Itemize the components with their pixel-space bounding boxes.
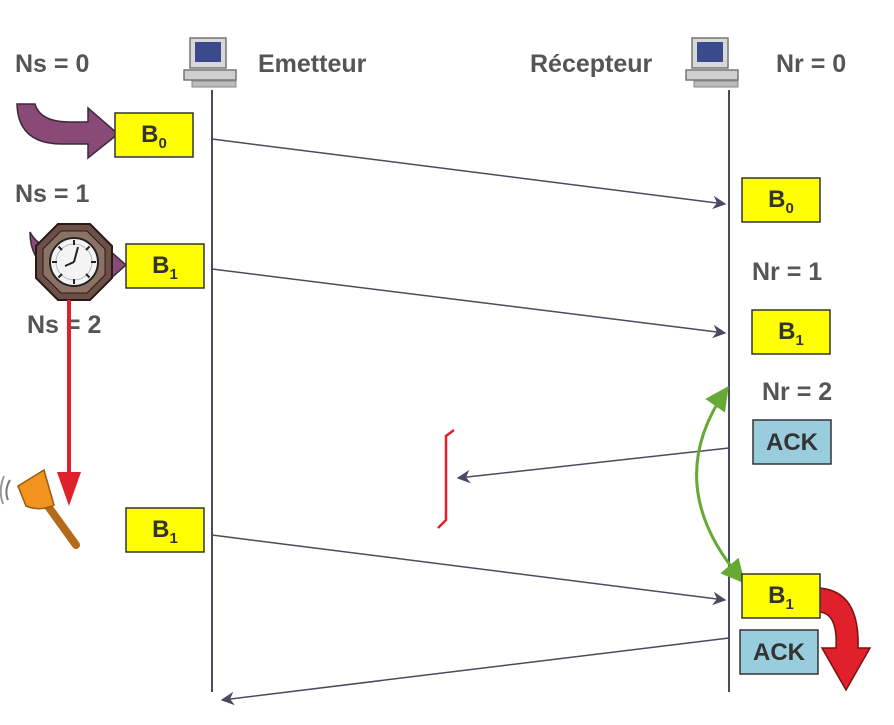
svg-text:B1: B1	[152, 516, 178, 547]
receiver-title: Récepteur	[530, 50, 653, 78]
ns-counter-2: Ns = 2	[27, 311, 101, 339]
svg-text:B0: B0	[141, 121, 167, 152]
svg-text:ACK: ACK	[753, 639, 806, 666]
sender-title: Emetteur	[258, 50, 367, 78]
frame-b0-sent: B0	[114, 112, 194, 158]
clock-icon	[35, 223, 113, 301]
timeout-arrow-head	[57, 472, 81, 506]
loss-bracket	[437, 429, 455, 529]
message-arrow	[211, 268, 727, 339]
ack-arrow-lost	[456, 447, 730, 484]
ns-counter-0: Ns = 0	[15, 50, 89, 78]
frame-b1-received-again: B1	[741, 573, 821, 619]
nr-counter-2: Nr = 2	[762, 378, 832, 406]
svg-text:B1: B1	[152, 252, 178, 283]
submit-arrow	[16, 103, 120, 160]
svg-text:B1: B1	[768, 582, 794, 613]
svg-text:B0: B0	[768, 186, 794, 217]
discard-arrow	[817, 587, 872, 692]
nr-counter-1: Nr = 1	[752, 258, 822, 286]
computer-icon	[183, 37, 237, 88]
bell-icon	[0, 468, 80, 549]
ack-box-first: ACK	[752, 419, 832, 465]
frame-b1-received: B1	[751, 309, 831, 355]
svg-text:B1: B1	[778, 318, 804, 349]
message-arrow	[211, 534, 727, 606]
frame-b1-resent: B1	[125, 507, 205, 553]
computer-icon	[685, 37, 739, 88]
frame-b1-sent: B1	[125, 243, 205, 289]
frame-b0-received: B0	[741, 177, 821, 223]
ns-counter-1: Ns = 1	[15, 180, 89, 208]
ack-arrow	[220, 637, 730, 706]
ack-box-second: ACK	[739, 629, 819, 675]
duplicate-link-arrow	[695, 386, 746, 584]
message-arrow	[211, 138, 727, 210]
nr-counter-0: Nr = 0	[776, 50, 846, 78]
svg-text:ACK: ACK	[766, 429, 819, 456]
